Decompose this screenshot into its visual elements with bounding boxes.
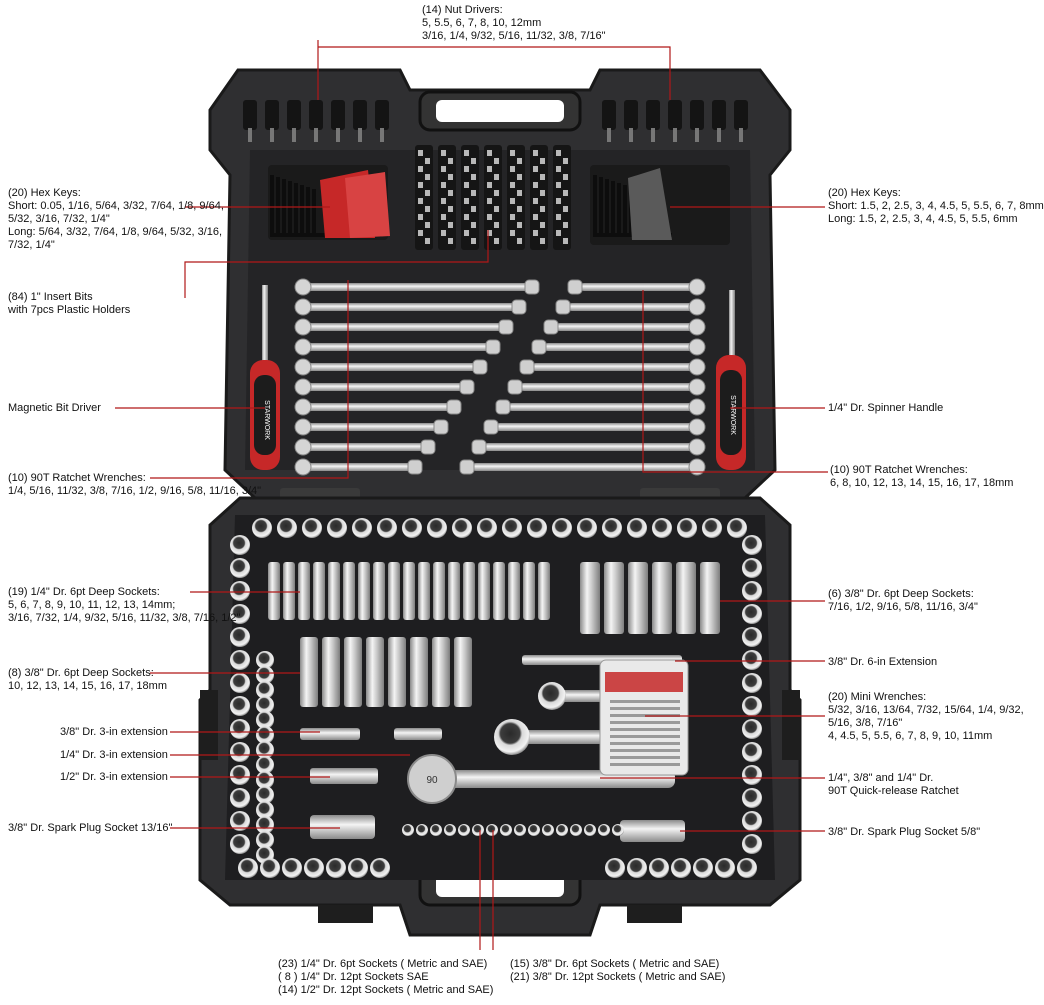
label-line: (21) 3/8" Dr. 12pt Sockets ( Metric and …: [510, 971, 726, 983]
label-line: 90T Quick-release Ratchet: [828, 785, 959, 797]
label-line: 5, 6, 7, 8, 9, 10, 11, 12, 13, 14mm;: [8, 599, 176, 611]
label-line: 7/32, 1/4": [8, 239, 55, 251]
label-line: (84) 1" Insert Bits: [8, 291, 93, 303]
perimeter-sockets: [230, 518, 762, 878]
upper-lid: STARWORK STARWORK: [208, 68, 792, 500]
label-quick-release-ratchet: 1/4", 3/8" and 1/4" Dr. 90T Quick-releas…: [828, 772, 959, 798]
label-magnetic-bit-driver: Magnetic Bit Driver: [8, 402, 101, 414]
spark-plug-socket-5-8: [620, 820, 685, 842]
three-eighths-deep-sockets-sae: [580, 562, 720, 634]
label-line: 10, 12, 13, 14, 15, 16, 17, 18mm: [8, 680, 167, 692]
label-line: 6, 8, 10, 12, 13, 14, 15, 16, 17, 18mm: [830, 477, 1014, 489]
quarter-drive-deep-sockets: [268, 562, 550, 620]
nut-drivers-left: [243, 100, 389, 142]
label-line: 1/4, 5/16, 11/32, 3/8, 7/16, 1/2, 9/16, …: [8, 485, 262, 497]
label-title: (6) 3/8" Dr. 6pt Deep Sockets:: [828, 588, 974, 600]
label-title: (8) 3/8" Dr. 6pt Deep Sockets:: [8, 667, 154, 679]
label-hex-keys-left: (20) Hex Keys: Short: 0.05, 1/16, 5/64, …: [8, 187, 224, 252]
label-hex-keys-right: (20) Hex Keys: Short: 1.5, 2, 2.5, 3, 4,…: [828, 187, 1044, 226]
label-line: 5, 5.5, 6, 7, 8, 10, 12mm: [422, 17, 542, 29]
label-line: 5/16, 3/8, 7/16": [828, 717, 903, 729]
label-deep-sockets-3-8-sae: (6) 3/8" Dr. 6pt Deep Sockets: 7/16, 1/2…: [828, 588, 978, 614]
label-deep-sockets-quarter: (19) 1/4" Dr. 6pt Deep Sockets: 5, 6, 7,…: [8, 586, 240, 625]
spinner-handle: STARWORK: [716, 290, 746, 470]
label-line: 3/16, 7/32, 1/4, 9/32, 5/16, 11/32, 3/8,…: [8, 612, 241, 624]
svg-text:STARWORK: STARWORK: [263, 400, 270, 440]
label-line: Long: 1.5, 2, 2.5, 3, 4, 4.5, 5, 5.5, 6m…: [828, 213, 1018, 225]
spark-plug-socket-13-16: [310, 815, 375, 839]
toolbox-illustration: STARWORK STARWORK: [115, 40, 828, 950]
label-line: 5/32, 3/16, 7/32, 1/4": [8, 213, 110, 225]
label-ext-3in-1-2: 1/2" Dr. 3-in extension: [60, 771, 168, 783]
label-ext-3in-3-8: 3/8" Dr. 3-in extension: [60, 726, 168, 738]
label-line: 4, 4.5, 5, 5.5, 6, 7, 8, 9, 10, 11mm: [828, 730, 993, 742]
extension-3in-3-8: [300, 728, 360, 740]
product-infographic: STARWORK STARWORK: [8, 4, 1044, 997]
label-deep-sockets-3-8-metric: (8) 3/8" Dr. 6pt Deep Sockets: 10, 12, 1…: [8, 667, 167, 693]
label-title: (10) 90T Ratchet Wrenches:: [830, 464, 968, 476]
label-nut-drivers: (14) Nut Drivers: 5, 5.5, 6, 7, 8, 10, 1…: [422, 4, 606, 43]
label-mini-wrenches: (20) Mini Wrenches: 5/32, 3/16, 13/64, 7…: [828, 691, 1024, 743]
label-line: Short: 0.05, 1/16, 5/64, 3/32, 7/64, 1/8…: [8, 200, 224, 212]
ratchet-wrenches-right: [459, 278, 706, 476]
label-ratchet-wrenches-left: (10) 90T Ratchet Wrenches: 1/4, 5/16, 11…: [8, 472, 261, 498]
label-line: 1/4", 3/8" and 1/4" Dr.: [828, 772, 934, 784]
label-bottom-right: (15) 3/8" Dr. 6pt Sockets ( Metric and S…: [510, 958, 725, 984]
label-insert-bits: (84) 1" Insert Bits with 7pcs Plastic Ho…: [8, 291, 130, 317]
extension-3in-1-4: [394, 728, 442, 740]
nut-drivers-right: [602, 100, 748, 142]
label-line: with 7pcs Plastic Holders: [8, 304, 131, 316]
label-title: (19) 1/4" Dr. 6pt Deep Sockets:: [8, 586, 160, 598]
label-title: (14) Nut Drivers:: [422, 4, 503, 16]
label-line: Long: 5/64, 3/32, 7/64, 1/8, 9/64, 5/32,…: [8, 226, 223, 238]
label-spinner-handle: 1/4" Dr. Spinner Handle: [828, 402, 944, 414]
label-line: 7/16, 1/2, 9/16, 5/8, 11/16, 3/4": [828, 601, 978, 613]
label-bottom-left: (23) 1/4" Dr. 6pt Sockets ( Metric and S…: [278, 958, 493, 997]
extension-3in-1-2: [310, 768, 378, 784]
magnetic-bit-driver: STARWORK: [250, 285, 280, 470]
lower-case: 90: [198, 496, 802, 937]
label-line: Short: 1.5, 2, 2.5, 3, 4, 4.5, 5, 5.5, 6…: [828, 200, 1044, 212]
insert-bits-holders: [415, 145, 571, 250]
label-title: (20) Mini Wrenches:: [828, 691, 927, 703]
svg-text:STARWORK: STARWORK: [729, 395, 736, 435]
label-ext-3in-1-4: 1/4" Dr. 3-in extension: [60, 749, 168, 761]
label-extension-6in: 3/8" Dr. 6-in Extension: [828, 656, 938, 668]
label-spark-plug-5-8: 3/8" Dr. Spark Plug Socket 5/8": [828, 826, 981, 838]
svg-text:90: 90: [426, 775, 438, 786]
label-line: ( 8 ) 1/4" Dr. 12pt Sockets SAE: [278, 971, 429, 983]
hex-keys-left-set: [268, 165, 390, 240]
label-line: 5/32, 3/16, 13/64, 7/32, 15/64, 1/4, 9/3…: [828, 704, 1024, 716]
hex-keys-right-set: [590, 165, 730, 245]
mini-wrench-pouch: [599, 659, 689, 776]
bottom-socket-row: [402, 824, 624, 836]
three-eighths-deep-sockets-metric: [300, 637, 472, 707]
label-spark-plug-13-16: 3/8" Dr. Spark Plug Socket 13/16": [8, 822, 173, 834]
ratchet-wrenches-left: [294, 278, 540, 476]
label-title: (20) Hex Keys:: [8, 187, 81, 199]
label-title: (10) 90T Ratchet Wrenches:: [8, 472, 146, 484]
label-line: (23) 1/4" Dr. 6pt Sockets ( Metric and S…: [278, 958, 488, 970]
label-title: (20) Hex Keys:: [828, 187, 901, 199]
label-line: (14) 1/2" Dr. 12pt Sockets ( Metric and …: [278, 984, 494, 996]
leader-lines: [115, 40, 828, 950]
label-line: (15) 3/8" Dr. 6pt Sockets ( Metric and S…: [510, 958, 720, 970]
label-ratchet-wrenches-right: (10) 90T Ratchet Wrenches: 6, 8, 10, 12,…: [830, 464, 1013, 490]
label-line: 3/16, 1/4, 9/32, 5/16, 11/32, 3/8, 7/16": [422, 30, 606, 42]
